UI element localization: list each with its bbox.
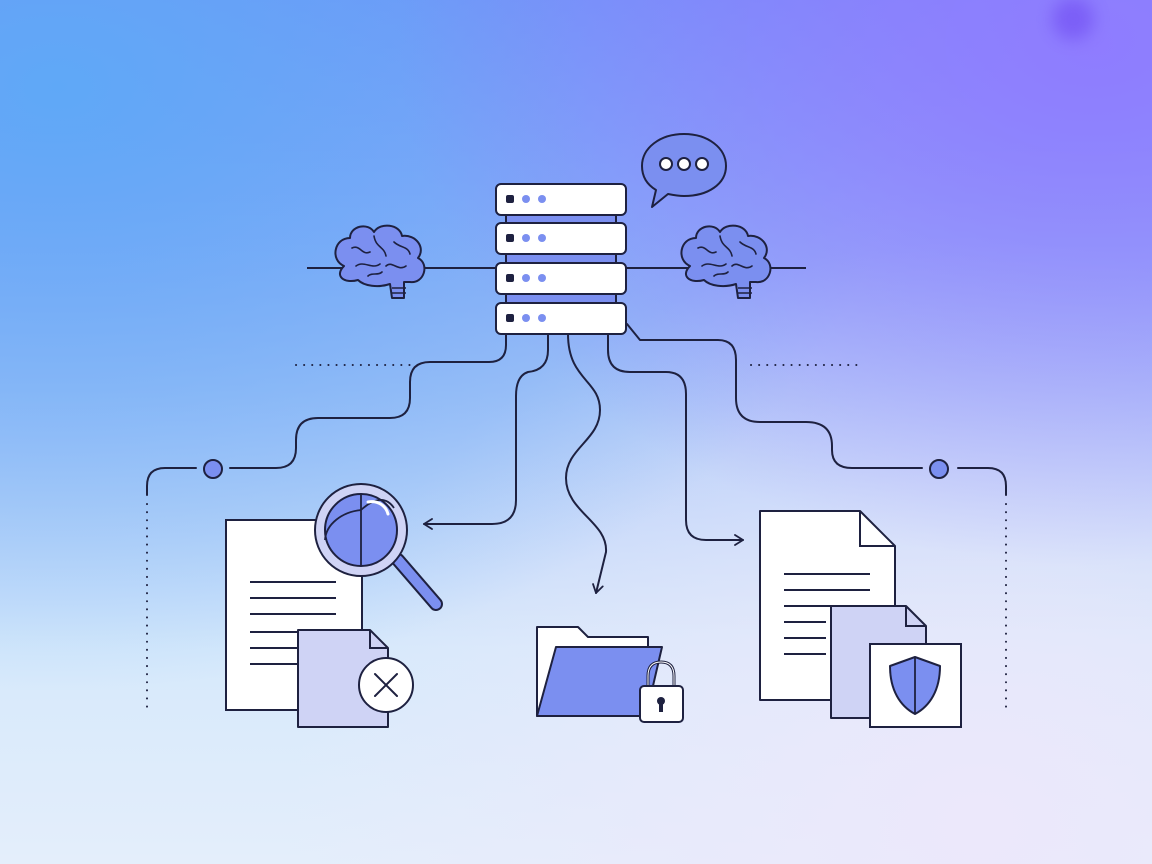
padlock-icon (639, 660, 684, 723)
brain-icon (680, 224, 772, 299)
folder-icon (536, 626, 663, 717)
server-unit (495, 222, 627, 255)
server-unit (495, 302, 627, 335)
link-to-folder (565, 333, 608, 594)
link-to-protected-docs (607, 333, 744, 546)
server-unit (495, 183, 627, 216)
delete-x-icon (358, 657, 414, 713)
link-left-outer (229, 333, 507, 469)
shield-icon (889, 656, 941, 715)
node-dot-left (203, 459, 223, 479)
link-right-outer (626, 323, 923, 469)
server-unit (495, 262, 627, 295)
node-dot-right (929, 459, 949, 479)
brain-icon (334, 224, 426, 299)
magnifier-icon (314, 483, 443, 611)
link-right-outer-tail (957, 467, 1007, 496)
server-rack-icon (495, 183, 627, 335)
link-to-search (423, 333, 549, 530)
link-left-outer-tail (146, 467, 197, 496)
shield-card-icon (869, 643, 962, 728)
corner-glow (1052, 0, 1094, 40)
speech-bubble-icon (641, 133, 727, 208)
